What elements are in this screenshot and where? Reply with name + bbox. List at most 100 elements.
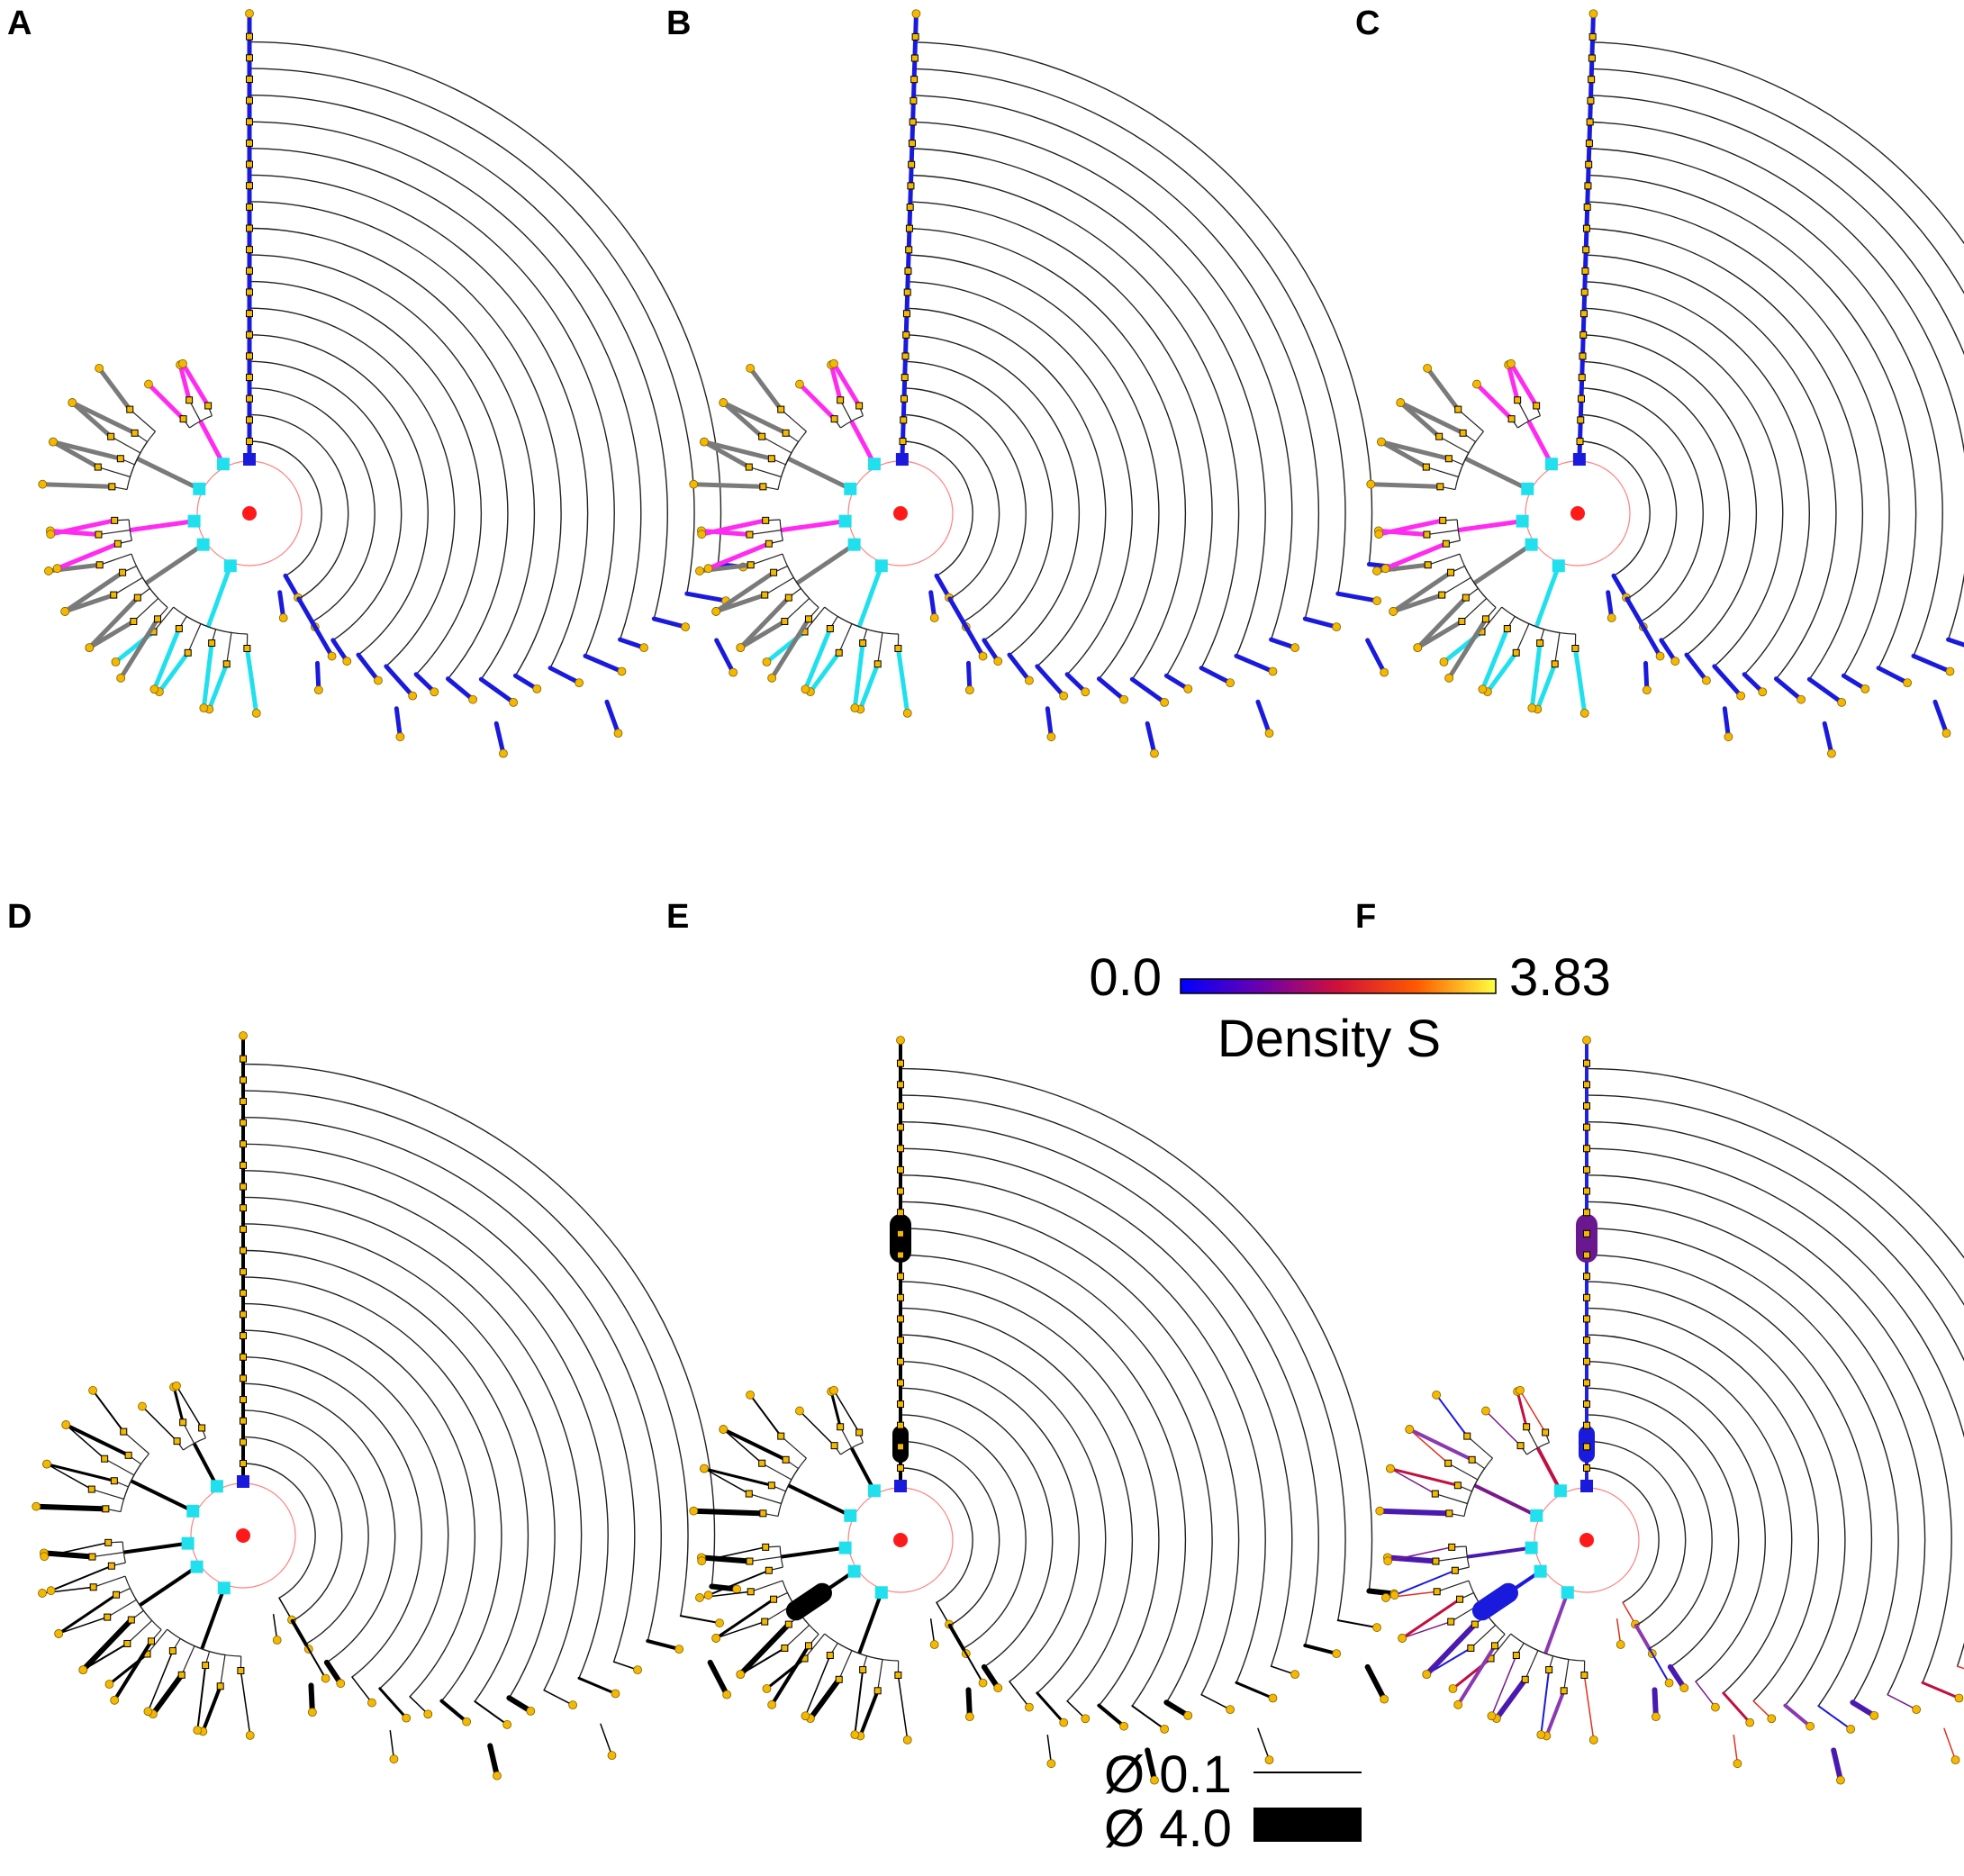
dendrite-link (877, 1659, 883, 1691)
branch-node (1584, 182, 1592, 190)
axon-arc (900, 1174, 1266, 1683)
dendrite-terminal (57, 1593, 118, 1636)
dendrite-link (1435, 1556, 1468, 1563)
terminal-tip (902, 708, 912, 718)
dendrite-terminal (720, 400, 789, 436)
diameter-thick-label: Ø 4.0 (1104, 1799, 1232, 1858)
terminal-tip (1670, 657, 1680, 666)
branch-node (240, 1396, 247, 1404)
branch-node (246, 182, 253, 190)
dendrite-link (1466, 1436, 1493, 1459)
axon-arc (1586, 1067, 1964, 1259)
dendrite-terminal (141, 1405, 178, 1442)
dendrite-stem-node (216, 458, 230, 471)
branch-node (901, 352, 910, 360)
branch-node (1442, 539, 1450, 548)
branch-node (1503, 625, 1511, 633)
branch-node (855, 1428, 864, 1436)
terminal-tip (61, 1420, 71, 1429)
terminal-tip (746, 1390, 756, 1400)
branch-node (782, 1455, 790, 1464)
terminal-tip (88, 1385, 98, 1395)
axon-terminal (439, 1699, 469, 1724)
axon-terminal (389, 1729, 395, 1760)
axon-terminal (1335, 591, 1380, 603)
branch-node (1583, 1209, 1590, 1217)
diameter-legend: Ø 0.1 Ø 4.0 (1104, 1745, 1362, 1858)
dendrite-terminal (1480, 626, 1510, 692)
axon-trunk (900, 14, 919, 458)
soma-center (1579, 1533, 1594, 1547)
dendrite-stem-node (867, 1484, 881, 1498)
terminal-tip (1383, 1556, 1393, 1566)
dendrite-tree (38, 1560, 204, 1705)
dendrite-link (877, 632, 883, 665)
terminal-tip (1945, 666, 1955, 676)
terminal-tip (1860, 684, 1870, 693)
panel-label-e: E (666, 898, 689, 936)
axon-arc (249, 148, 615, 657)
branch-node (1583, 1081, 1590, 1089)
branch-node (897, 1123, 904, 1131)
branch-node (246, 75, 253, 83)
density-max-label: 3.83 (1509, 948, 1611, 1007)
branch-node (107, 1562, 115, 1570)
terminal-tip (1448, 1684, 1458, 1693)
branch-node (745, 463, 753, 471)
branch-node (216, 1682, 224, 1690)
dendrite-link (804, 1633, 826, 1659)
dendrite-stem-node (844, 1509, 857, 1522)
dendrite-terminal (1544, 1689, 1566, 1738)
axon-terminal (1365, 638, 1387, 675)
terminal-tip (1582, 1036, 1591, 1045)
terminal-tip (1651, 1712, 1661, 1722)
branch-node (855, 402, 864, 410)
branch-node (1583, 1337, 1590, 1345)
dendrite-terminal (41, 1550, 95, 1560)
branch-node (1507, 415, 1516, 423)
branch-node (909, 118, 917, 126)
terminal-tip (430, 687, 439, 697)
dendrite-terminal (1383, 541, 1449, 571)
axon-terminal (651, 616, 688, 630)
branch-node (153, 615, 161, 623)
panel-b: B (666, 5, 1399, 758)
axon-terminal (474, 1700, 509, 1726)
dendrite-stem-node (847, 1564, 861, 1578)
branch-node (1481, 615, 1489, 623)
axon-arc (910, 174, 1240, 669)
panel-label-f: F (1355, 898, 1376, 936)
branch-node (1588, 76, 1596, 84)
branch-node (1581, 267, 1589, 275)
branch-node (107, 432, 115, 440)
terminal-tip (1579, 708, 1589, 718)
axon-trunk (1577, 14, 1596, 458)
branch-node (835, 1675, 843, 1683)
terminal-tip (1941, 729, 1951, 739)
soma-center (236, 1528, 250, 1543)
dendrite-link (858, 626, 867, 630)
branch-node (826, 625, 834, 633)
terminal-tip (1702, 675, 1711, 685)
terminal-tip (1536, 1730, 1546, 1740)
axon-terminal (1876, 666, 1910, 685)
dendrite-stem (200, 1587, 226, 1650)
terminal-tip (143, 1707, 153, 1717)
axon-terminal (1302, 616, 1339, 630)
axon-terminal (1733, 1734, 1739, 1764)
terminal-tip (993, 657, 1003, 666)
axon-tree (243, 9, 748, 758)
dendrite-terminal (1519, 1389, 1546, 1434)
dendrite-terminal (852, 640, 865, 711)
terminal-tip (1372, 596, 1381, 605)
dendrite-terminal (65, 1424, 105, 1460)
terminal-tip (1642, 685, 1652, 695)
axon-terminal (583, 653, 624, 675)
dendrite-stem (1464, 457, 1529, 492)
dendrite-stem (780, 519, 846, 533)
dendrite-terminal (738, 1621, 792, 1678)
branch-node (1583, 1464, 1590, 1472)
dendrite-tree (44, 538, 210, 683)
branch-node (897, 1165, 904, 1174)
terminal-tip (762, 657, 772, 666)
